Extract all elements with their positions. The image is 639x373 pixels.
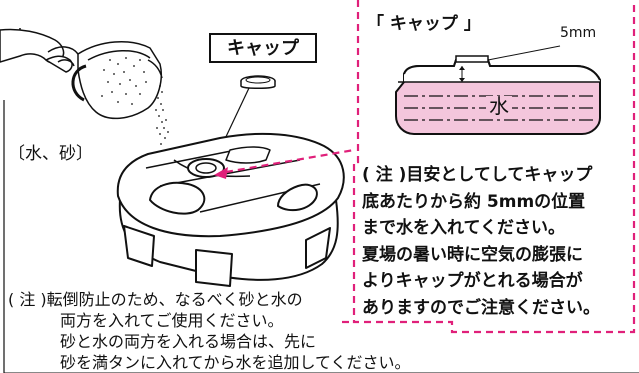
cap-cross-section <box>395 45 601 135</box>
right-note: ( 注 )目安としてしてキャップ 底あたりから約 5mmの位置 まで水を入れてく… <box>362 162 632 321</box>
bottom-note: ( 注 )転倒防止のため、なるべく砂と水の 両方を入れてご使用ください。 砂と水… <box>8 289 411 373</box>
right-note-line: よりキャップがとれる場合が <box>362 271 583 291</box>
right-note-line: ありますのでご注意ください。 <box>362 297 600 318</box>
hand-pitcher-icon <box>0 28 163 120</box>
base-tank-icon <box>116 132 345 287</box>
right-note-line: まで水を入れてください。 <box>362 218 565 238</box>
detail-callout-box <box>342 0 636 334</box>
pink-connector <box>225 148 355 174</box>
connector-arrow-icon <box>214 167 228 179</box>
right-note-line: ( 注 )目安としてしてキャップ <box>362 165 593 185</box>
bottom-note-line: 砂を満タンに入れてから水を追加してください。 <box>60 353 411 372</box>
right-note-line: 底あたりから約 5mmの位置 <box>362 191 586 212</box>
right-note-line: 夏場の暑い時に空気の膨張に <box>362 244 583 265</box>
sand-speckles <box>101 57 169 145</box>
cap-label: キャップ <box>227 38 299 59</box>
bottom-note-line: ( 注 )転倒防止のため、なるべく砂と水の <box>8 290 303 309</box>
sand-water-label: 〔水、砂〕 <box>8 144 93 164</box>
water-label: 水 <box>486 96 512 116</box>
cap-label-box: キャップ <box>209 33 317 63</box>
cap-icon <box>240 75 276 89</box>
cap-detail-title: 「 キャップ 」 <box>367 14 481 34</box>
measure-label: 5mm <box>560 25 597 41</box>
bottom-note-line: 砂と水の両方を入れる場合は、先に <box>60 332 317 351</box>
bottom-note-line: 両方を入れてご使用ください。 <box>60 311 284 330</box>
